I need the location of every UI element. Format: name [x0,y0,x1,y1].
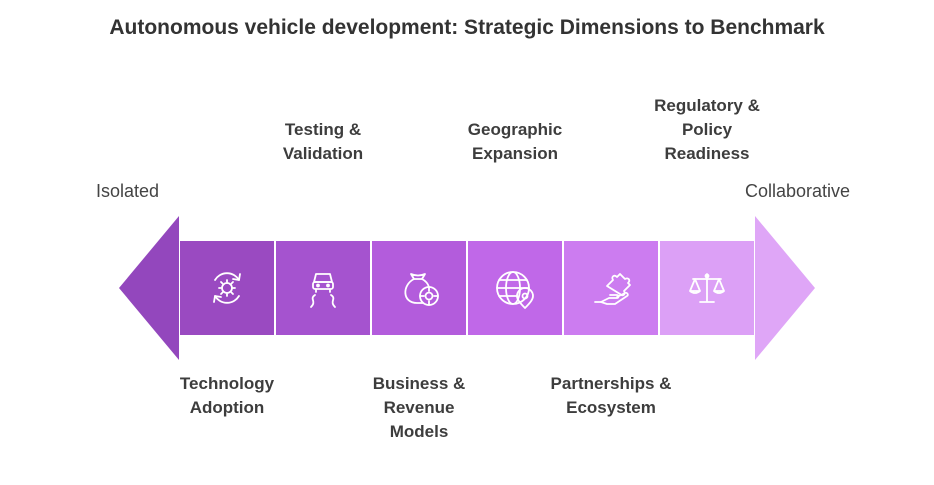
money-bag-chip-icon [404,273,439,306]
dimension-segment [372,241,466,335]
dimension-label: Regulatory & Policy Readiness [654,96,760,163]
dimension-segment [180,241,274,335]
scale-left-label: Isolated [96,181,160,201]
car-road-icon [310,273,336,308]
globe-pin-icon [496,271,534,309]
scale-right-label: Collaborative [745,181,851,201]
dimension-segment [276,241,370,335]
dimension-label: Technology Adoption [179,374,275,417]
hand-puzzle-icon [594,273,631,305]
dimension-label: Partnerships & Ecosystem [550,374,672,417]
right-arrowhead [755,216,815,360]
scales-icon [689,273,725,303]
diagram-title: Autonomous vehicle development: Strategi… [109,16,825,39]
left-arrowhead [119,216,179,360]
dimension-label: Business & Revenue Models [372,374,466,441]
cycle-gear-icon [213,272,241,304]
dimension-label: Geographic Expansion [467,120,563,163]
dimension-label: Testing & Validation [282,120,364,163]
